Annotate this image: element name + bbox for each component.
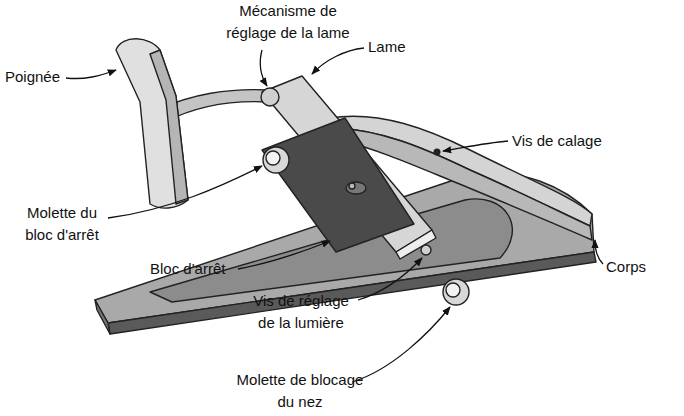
- slot-screw: [349, 183, 355, 189]
- part-label: Lame: [368, 36, 406, 58]
- leader-line: [108, 166, 262, 218]
- part-label: Molette du bloc d'arrêt: [16, 202, 108, 246]
- lever-block: [262, 118, 414, 252]
- leader-line: [66, 70, 116, 79]
- nose-knob-cap: [446, 283, 460, 297]
- body-left-edge: [95, 300, 110, 334]
- part-label: Molette de blocage du nez: [230, 369, 370, 413]
- lever-knob-cap: [266, 151, 280, 165]
- handle-shade: [150, 50, 188, 204]
- leader-line: [443, 141, 508, 151]
- mouth-screw: [421, 245, 431, 255]
- part-label: Corps: [606, 256, 646, 278]
- lever-knob: [263, 147, 289, 173]
- handle: [116, 39, 188, 208]
- set-screw: [434, 149, 440, 155]
- leader-line: [352, 307, 450, 382]
- blade-slot: [346, 182, 366, 194]
- leader-line: [595, 240, 603, 264]
- leader-line: [312, 48, 364, 74]
- leader-line: [260, 50, 267, 86]
- part-label: Vis de calage: [512, 130, 602, 152]
- part-label: Bloc d'arrêt: [150, 258, 225, 280]
- part-label: Vis de réglage de la lumière: [246, 290, 356, 334]
- blade-edge: [396, 230, 436, 259]
- nose-knob: [443, 279, 469, 305]
- adjust-knob: [261, 88, 279, 106]
- leader-line: [358, 258, 422, 300]
- part-label: Mécanisme de réglage de la lame: [218, 0, 358, 44]
- part-label: Poignée: [5, 66, 60, 88]
- leader-line: [238, 241, 330, 269]
- blade: [262, 76, 432, 252]
